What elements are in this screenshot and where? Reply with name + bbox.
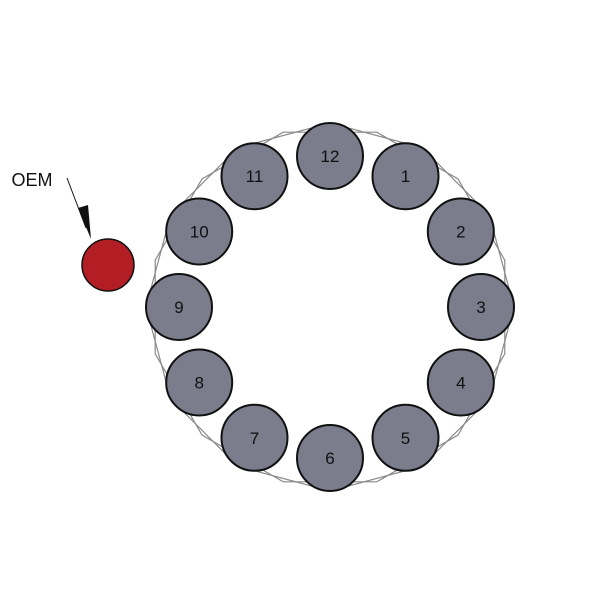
position-4: 4 — [426, 348, 495, 417]
position-6: 6 — [296, 424, 364, 492]
oem-label: OEM — [11, 170, 52, 190]
position-circle — [165, 348, 234, 417]
position-label: 11 — [246, 167, 264, 186]
position-circle — [426, 348, 495, 417]
position-label: 7 — [250, 429, 259, 448]
oem-arrow-head — [78, 205, 91, 239]
position-9: 9 — [145, 273, 213, 341]
position-label: 5 — [401, 429, 410, 448]
position-label: 2 — [456, 223, 465, 242]
position-label: 12 — [321, 147, 340, 166]
position-2: 2 — [426, 197, 495, 266]
position-7: 7 — [220, 403, 289, 472]
position-label: 1 — [401, 167, 410, 186]
position-5: 5 — [371, 403, 440, 472]
position-label: 6 — [325, 449, 334, 468]
oem-marker: OEM — [11, 170, 135, 292]
position-circle — [447, 273, 515, 341]
position-label: 3 — [476, 298, 485, 317]
position-label: 9 — [174, 298, 183, 317]
position-circle — [145, 273, 213, 341]
position-circle — [165, 197, 234, 266]
position-circle — [296, 424, 364, 492]
position-circle — [371, 142, 440, 211]
oem-circle — [81, 238, 135, 292]
position-circle — [220, 403, 289, 472]
oem-arrow-line — [66, 177, 87, 229]
position-circle — [426, 197, 495, 266]
position-10: 10 — [165, 197, 234, 266]
position-12: 12 — [296, 122, 364, 190]
position-label: 4 — [456, 374, 465, 393]
position-1: 1 — [371, 142, 440, 211]
position-label: 8 — [194, 374, 203, 393]
position-circle — [371, 403, 440, 472]
position-circle — [220, 142, 289, 211]
position-label: 10 — [190, 223, 209, 242]
position-circle — [296, 122, 364, 190]
position-3: 3 — [447, 273, 515, 341]
outline-polygon-inner — [154, 131, 506, 483]
position-11: 11 — [220, 142, 289, 211]
position-8: 8 — [165, 348, 234, 417]
